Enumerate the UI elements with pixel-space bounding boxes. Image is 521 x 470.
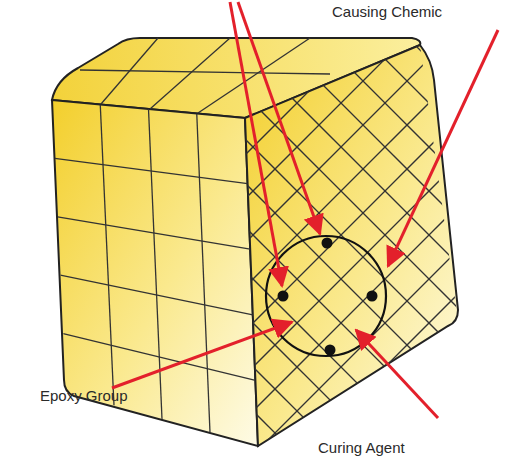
grid-line [238, 0, 521, 470]
grid-line [55, 158, 248, 183]
grid-line [502, 0, 521, 470]
callout-label: Epoxy Group [40, 388, 128, 405]
grid-line [370, 0, 521, 470]
callout-label: Causing Chemic [332, 4, 442, 21]
grid-line [0, 0, 444, 470]
grid-line [194, 0, 521, 470]
front-grid [55, 105, 256, 433]
grid-line [197, 114, 210, 433]
grid-line [0, 0, 4, 470]
grid-line [414, 0, 521, 470]
grid-line [106, 0, 521, 470]
grid-line [326, 0, 521, 470]
crosslink-dot [322, 238, 333, 249]
crosslink-dot [325, 345, 336, 356]
grid-line [194, 0, 521, 470]
grid-line [414, 0, 521, 470]
grid-line [282, 0, 521, 470]
grid-line [58, 217, 251, 249]
grid-line [502, 0, 521, 470]
grid-line [0, 0, 356, 470]
grid-line [150, 0, 521, 470]
grid-line [63, 334, 255, 381]
grid-line [0, 0, 400, 470]
grid-line [370, 0, 521, 470]
grid-line [0, 0, 356, 470]
callout-label: Curing Agent [318, 440, 405, 457]
grid-line [100, 105, 114, 406]
leader-arrows [112, 2, 498, 418]
grid-line [238, 0, 521, 470]
grid-line [458, 0, 521, 470]
grid-line [18, 0, 488, 470]
grid-line [106, 0, 521, 470]
crosslink-dot [278, 291, 289, 302]
grid-line [0, 0, 444, 470]
grid-line [282, 0, 521, 470]
grid-line [458, 0, 521, 470]
grid-line [18, 0, 488, 470]
grid-line [0, 0, 4, 470]
grid-line [62, 0, 521, 470]
grid-line [326, 0, 521, 470]
grid-line [62, 0, 521, 470]
crosslink-dot [367, 291, 378, 302]
grid-line [0, 0, 400, 470]
focus-circle [266, 236, 386, 356]
top-grid [80, 38, 330, 113]
grid-line [150, 0, 521, 470]
grid-line [60, 275, 252, 315]
